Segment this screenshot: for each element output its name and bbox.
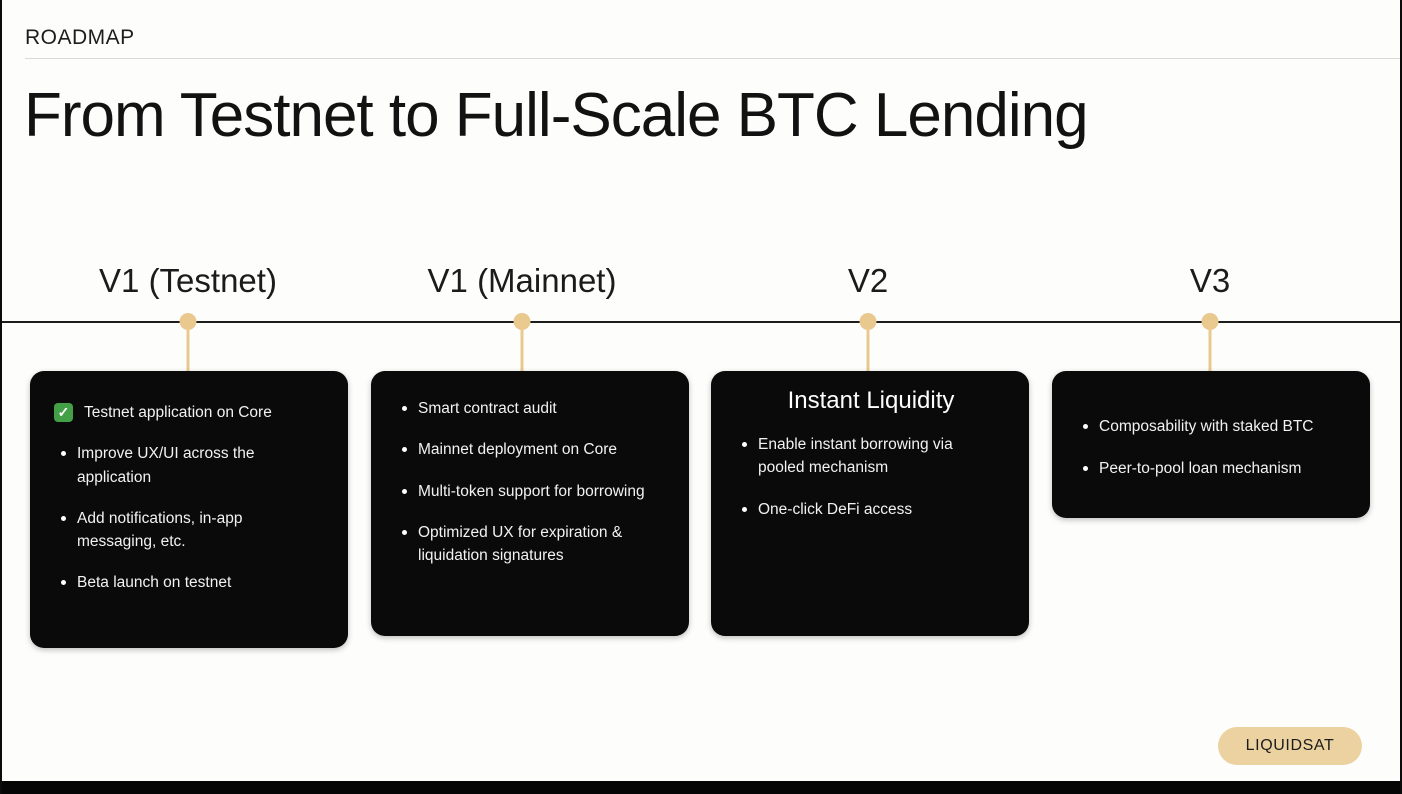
milestone-card-v1-testnet: ✓ Testnet application on Core Improve UX… — [30, 371, 348, 648]
list-item: Composability with staked BTC — [1080, 415, 1344, 438]
milestone-label-v1-testnet: V1 (Testnet) — [99, 262, 277, 299]
bullet-icon — [61, 515, 66, 521]
bullet-icon — [402, 406, 407, 411]
milestone-label-v3: V3 — [1189, 262, 1231, 299]
bottom-bar — [2, 781, 1400, 794]
list-item: Smart contract audit — [399, 397, 663, 420]
list-item-text: Peer-to-pool loan mechanism — [1099, 459, 1302, 477]
card-title: Instant Liquidity — [787, 387, 955, 414]
list-item-text: Enable instant borrowing via pooled mech… — [758, 436, 953, 477]
milestone-item-list: ✓ Testnet application on Core Improve UX… — [54, 401, 322, 595]
list-item: Multi-token support for borrowing — [399, 480, 663, 503]
bullet-icon — [742, 506, 747, 512]
list-item: Mainnet deployment on Core — [399, 438, 663, 461]
list-item-text: One-click DeFi access — [758, 500, 913, 518]
milestone-card-v2: Instant Liquidity Enable instant borrowi… — [711, 371, 1029, 636]
bullet-icon — [1083, 465, 1088, 471]
timeline-connector — [866, 330, 870, 372]
bullet-icon — [402, 529, 407, 535]
list-item-text: Multi-token support for borrowing — [418, 482, 645, 500]
timeline-dot — [513, 313, 531, 330]
list-item: ✓ Testnet application on Core — [54, 401, 322, 424]
bullet-icon — [742, 442, 747, 447]
milestone-item-list: Smart contract audit Mainnet deployment … — [399, 397, 663, 567]
brand-badge: LIQUIDSAT — [1218, 727, 1362, 765]
check-icon: ✓ — [54, 403, 73, 422]
list-item-text: Composability with staked BTC — [1099, 418, 1314, 436]
timeline-dot — [1201, 313, 1219, 330]
list-item-text: Testnet application on Core — [84, 404, 272, 421]
bullet-icon — [1083, 424, 1088, 430]
timeline-dot — [859, 313, 877, 330]
milestone-item-list: Enable instant borrowing via pooled mech… — [739, 433, 1003, 521]
list-item-text: Improve UX/UI across the application — [77, 445, 255, 486]
list-item: Beta launch on testnet — [58, 571, 322, 594]
timeline-connector — [1208, 330, 1212, 372]
list-item-text: Smart contract audit — [418, 400, 557, 417]
milestone-label-v1-mainnet: V1 (Mainnet) — [427, 262, 617, 299]
kicker-label: ROADMAP — [25, 26, 135, 49]
list-item: Improve UX/UI across the application — [58, 442, 322, 489]
milestone-card-v3: Composability with staked BTC Peer-to-po… — [1052, 371, 1370, 518]
list-item: Enable instant borrowing via pooled mech… — [739, 433, 1003, 480]
list-item-text: Mainnet deployment on Core — [418, 441, 618, 459]
list-item-text: Optimized UX for expiration & liquidatio… — [418, 523, 623, 564]
list-item: One-click DeFi access — [739, 498, 1003, 521]
list-item: Add notifications, in-app messaging, etc… — [58, 507, 322, 554]
list-item: Peer-to-pool loan mechanism — [1080, 457, 1344, 480]
milestone-label-v2: V2 — [847, 262, 889, 299]
bullet-icon — [61, 580, 66, 586]
milestone-item-list: Composability with staked BTC Peer-to-po… — [1080, 415, 1344, 480]
milestone-card-v1-mainnet: Smart contract audit Mainnet deployment … — [371, 371, 689, 636]
bullet-icon — [61, 451, 66, 457]
timeline-connector — [520, 330, 524, 372]
header-divider — [25, 58, 1400, 59]
page-title: From Testnet to Full-Scale BTC Lending — [24, 81, 1089, 150]
list-item: Optimized UX for expiration & liquidatio… — [399, 521, 663, 568]
list-item-text: Add notifications, in-app messaging, etc… — [77, 509, 243, 550]
bullet-icon — [402, 447, 407, 453]
timeline-line — [2, 321, 1400, 323]
timeline-connector — [186, 330, 190, 372]
list-item-text: Beta launch on testnet — [77, 574, 232, 592]
bullet-icon — [402, 488, 407, 494]
timeline-dot — [179, 313, 197, 330]
